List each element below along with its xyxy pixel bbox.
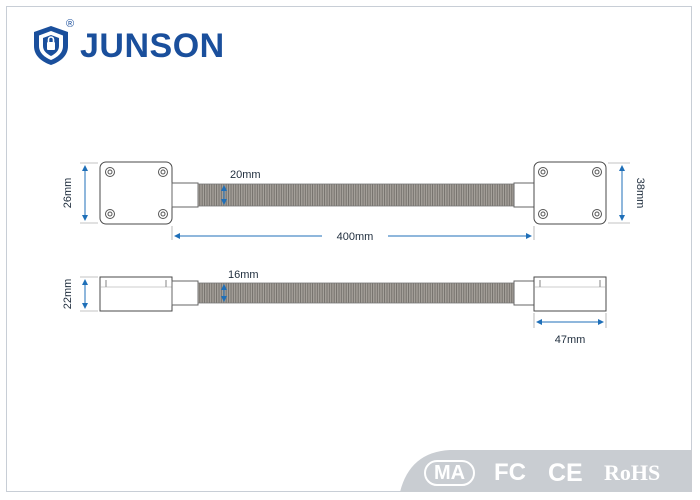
fcc-logo: FC	[494, 459, 526, 486]
top-view: 26mm 20mm 38mm 400mm	[62, 161, 646, 243]
right-plate-top	[533, 161, 607, 225]
right-block-side	[533, 276, 607, 312]
screw-hole	[160, 169, 166, 175]
dim-label-26mm: 26mm	[62, 178, 74, 209]
dim-label-38mm: 38mm	[634, 178, 646, 209]
dim-label-22mm: 22mm	[62, 279, 74, 310]
screw-hole	[594, 169, 600, 175]
left-block-side	[99, 276, 173, 312]
brand-name: JUNSON	[80, 27, 225, 65]
shield-lock-icon	[34, 26, 68, 65]
rohs-logo: RoHS	[604, 460, 661, 485]
dim-label-20mm: 20mm	[230, 169, 261, 181]
brand-logo: ® JUNSON	[30, 18, 230, 70]
screw-hole	[540, 169, 546, 175]
screw-hole	[160, 211, 166, 217]
ce-logo: CE	[548, 459, 583, 487]
screw-hole	[594, 211, 600, 217]
image-frame	[6, 6, 692, 492]
side-view: 22mm 16mm 47mm	[62, 269, 607, 346]
cma-logo: MA	[424, 458, 476, 488]
dim-label-47mm: 47mm	[555, 334, 586, 346]
dim-label-400mm: 400mm	[337, 231, 374, 243]
cma-mark: MA	[424, 460, 476, 486]
left-ferrule-side	[171, 280, 199, 306]
screw-hole	[107, 211, 113, 217]
screw-hole	[540, 211, 546, 217]
screw-hole	[107, 169, 113, 175]
dim-label-16mm: 16mm	[228, 269, 259, 281]
registered-mark: ®	[66, 18, 75, 30]
